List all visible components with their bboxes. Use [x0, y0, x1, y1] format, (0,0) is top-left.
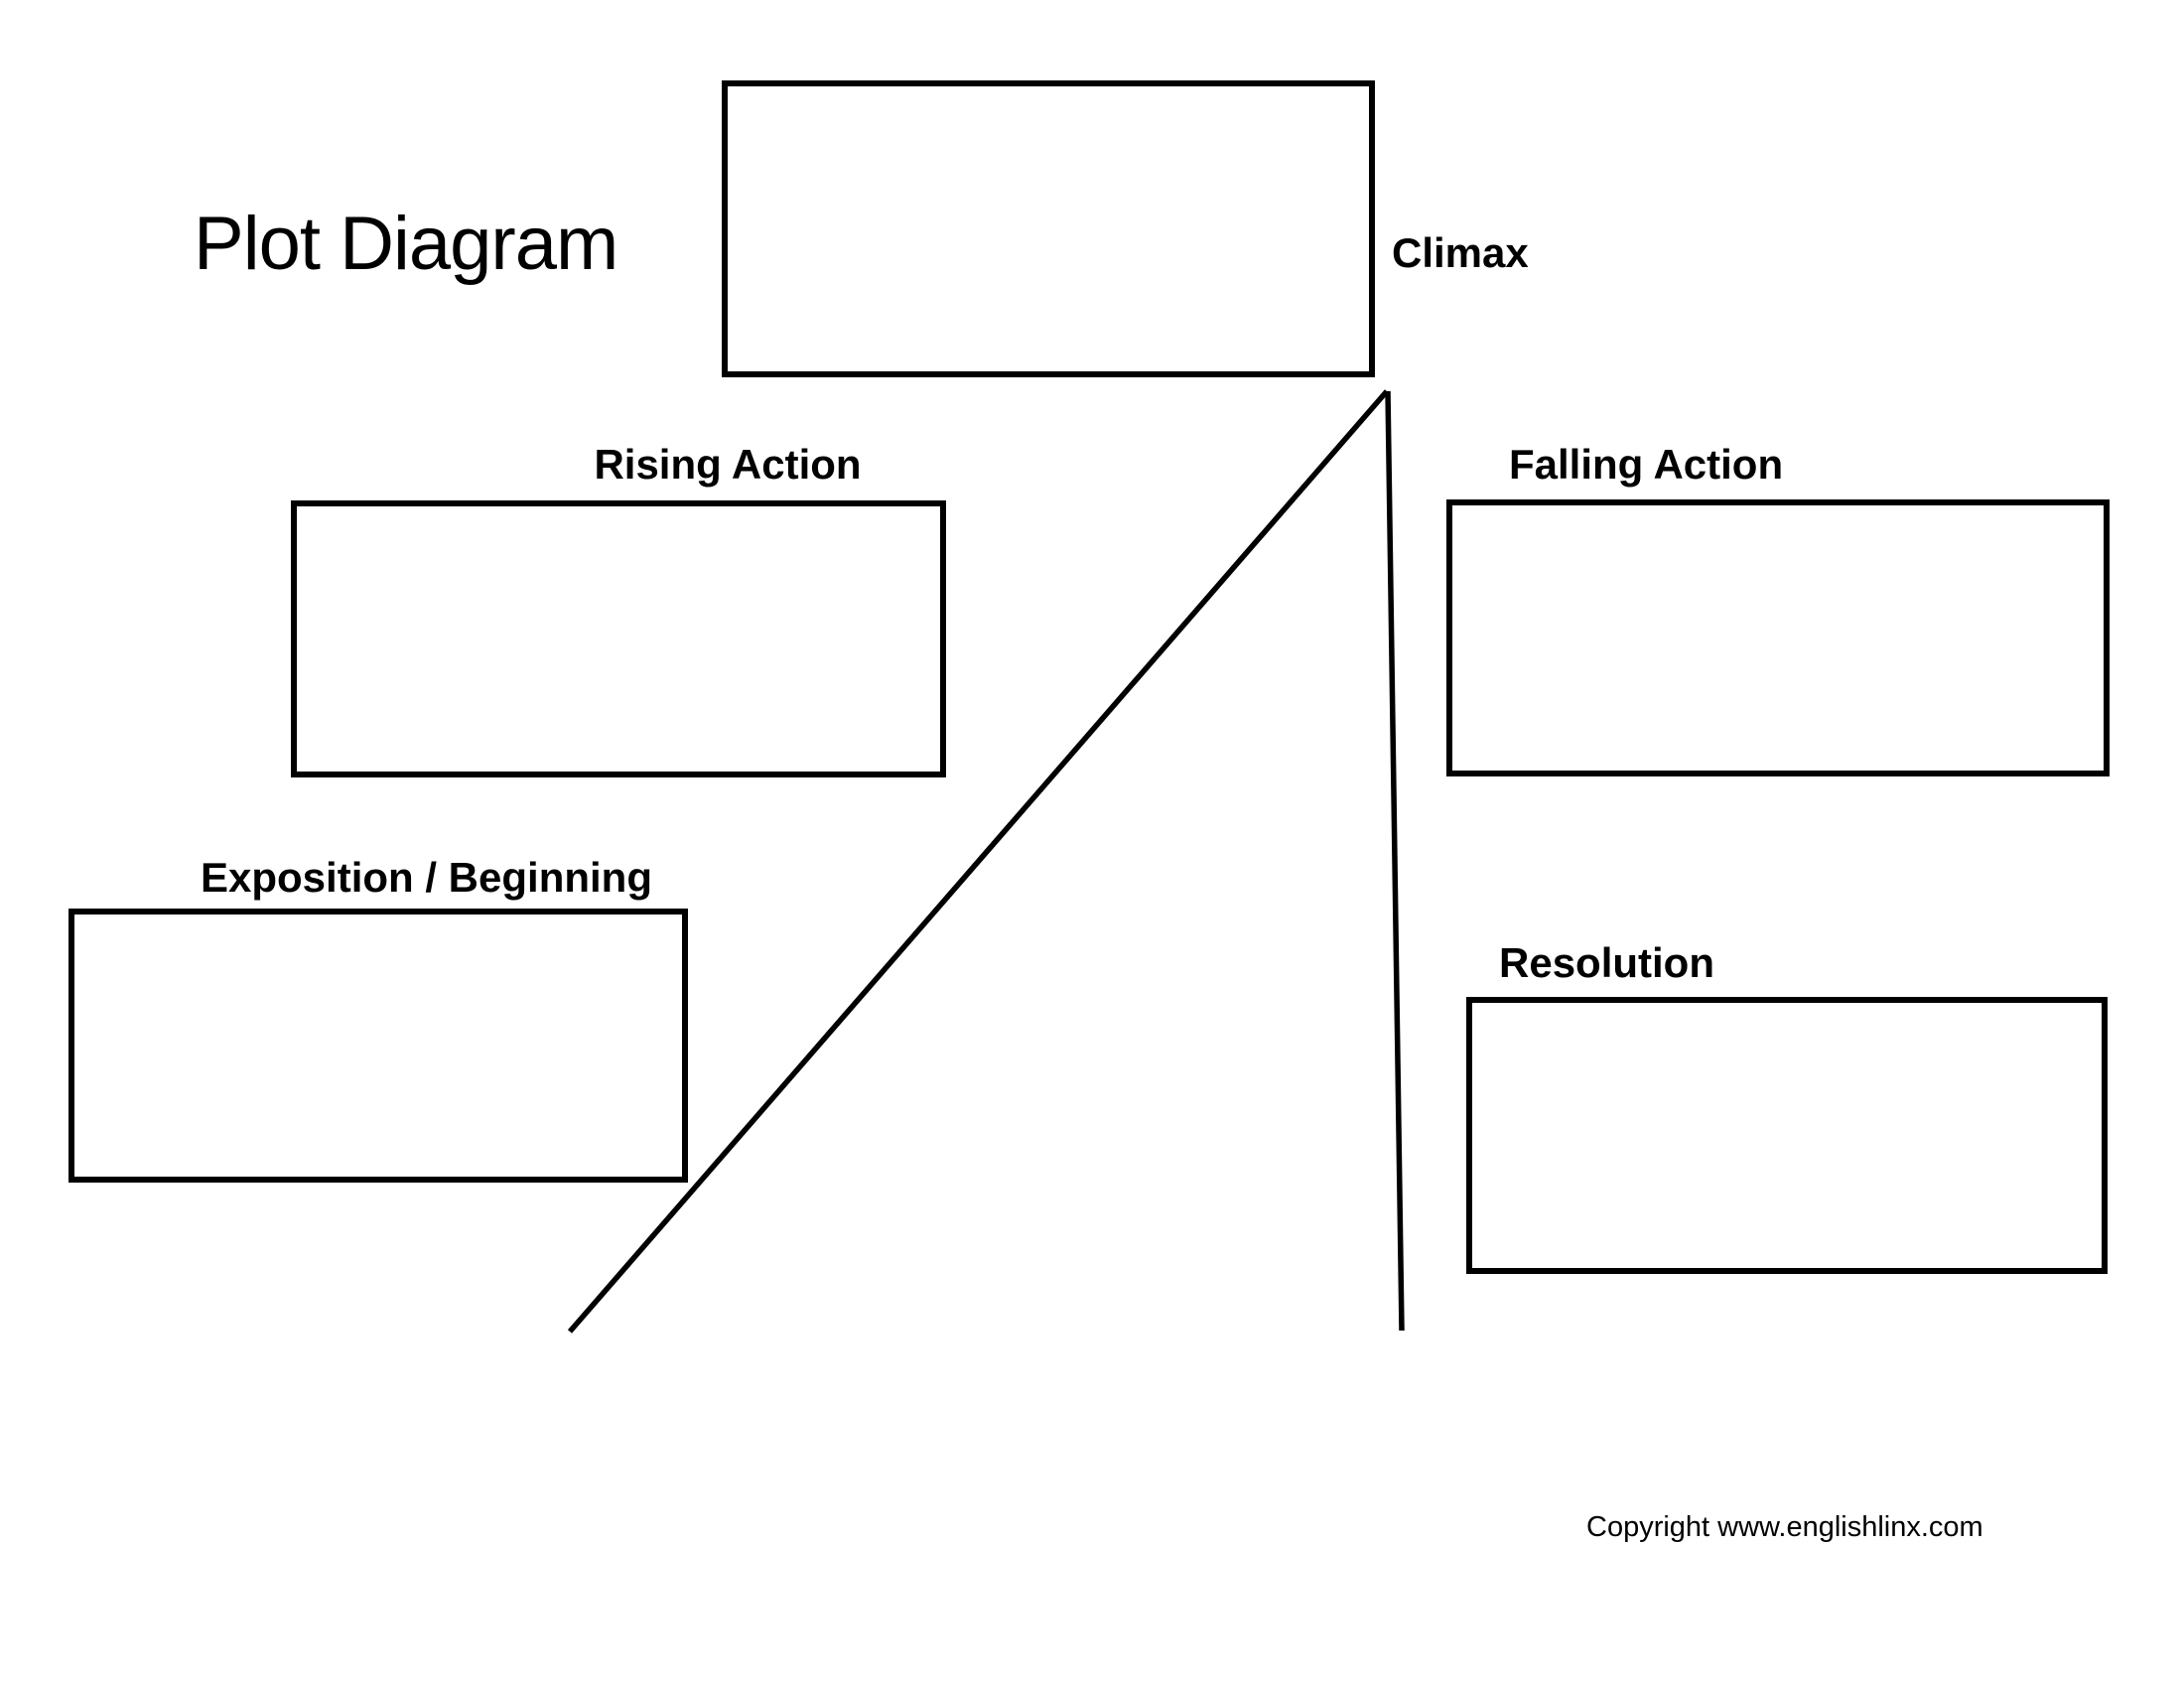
resolution-answer-box[interactable]: [1466, 997, 2108, 1274]
falling-action-label: Falling Action: [1509, 441, 1784, 488]
rising-action-line: [567, 389, 1390, 1334]
falling-action-line: [1385, 390, 1405, 1332]
exposition-label: Exposition / Beginning: [201, 854, 652, 901]
page-title: Plot Diagram: [194, 202, 618, 286]
climax-answer-box[interactable]: [722, 80, 1375, 377]
rising-action-answer-box[interactable]: [291, 500, 946, 777]
falling-action-answer-box[interactable]: [1446, 499, 2110, 776]
exposition-answer-box[interactable]: [68, 909, 688, 1183]
rising-action-label: Rising Action: [594, 441, 862, 488]
resolution-label: Resolution: [1499, 939, 1714, 986]
copyright-text: Copyright www.englishlinx.com: [1586, 1511, 1983, 1543]
climax-label: Climax: [1392, 229, 1529, 276]
